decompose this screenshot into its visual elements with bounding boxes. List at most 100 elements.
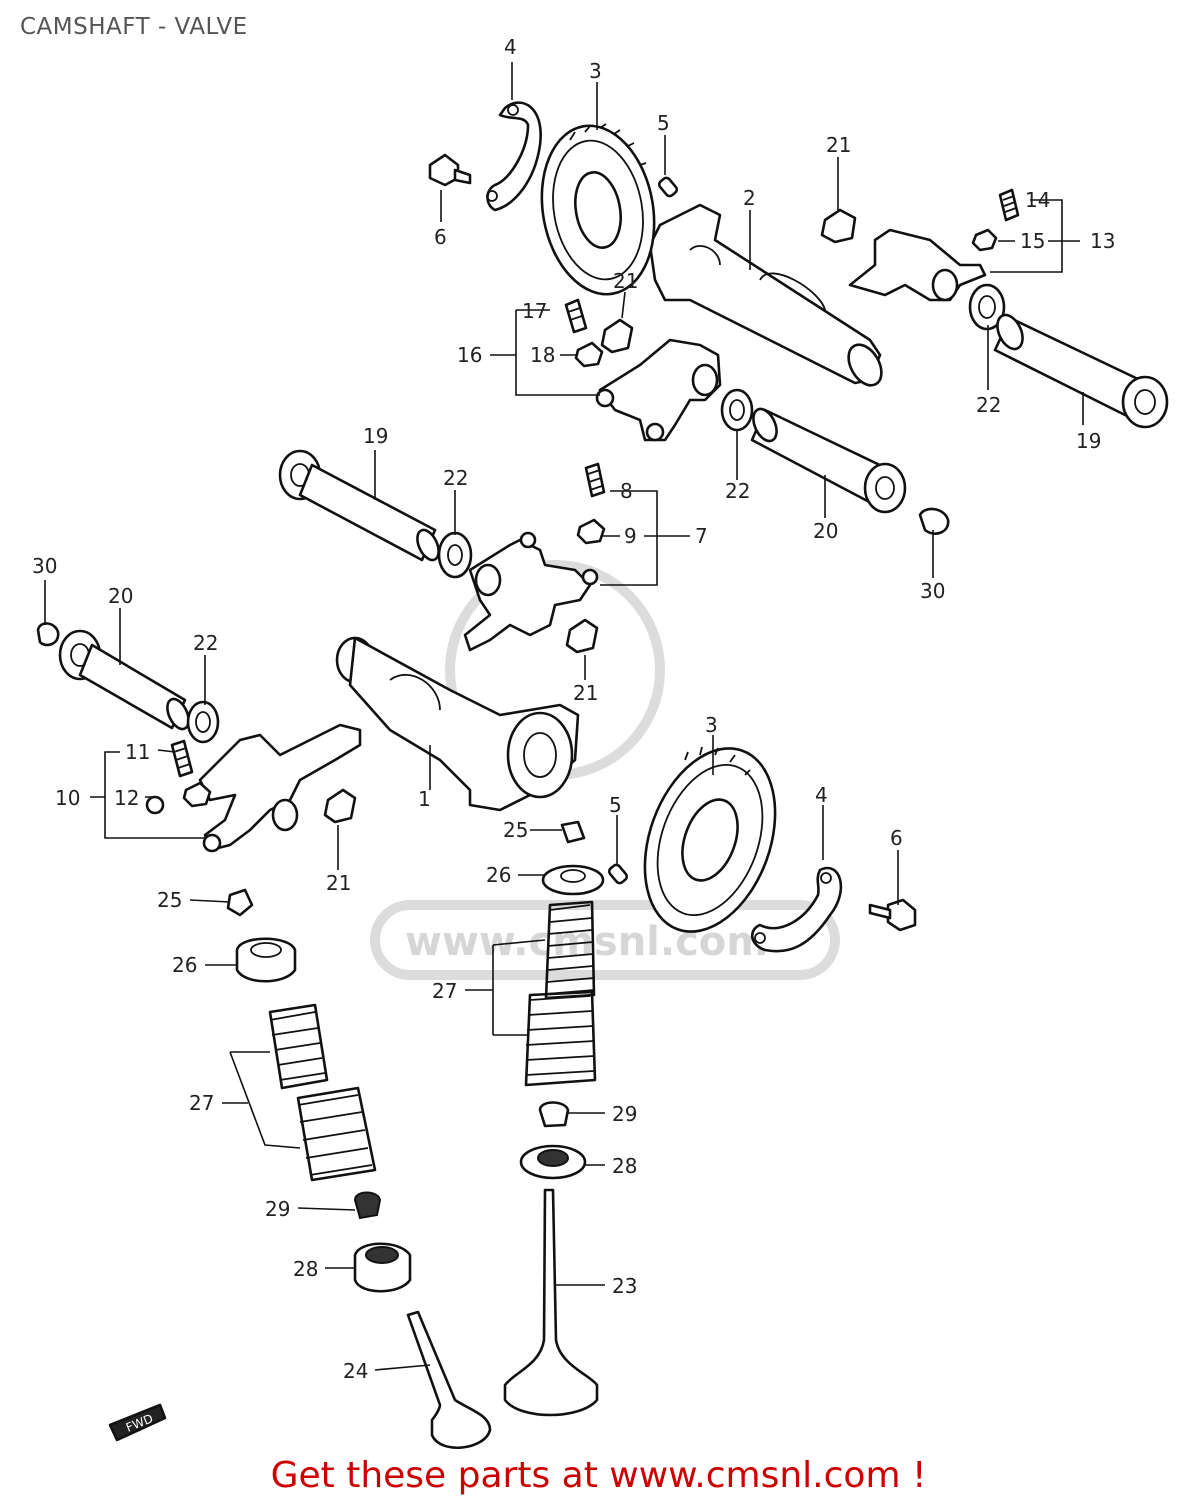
callout-19-right: 19	[1076, 429, 1101, 453]
callout-3-upper: 3	[589, 59, 602, 83]
camshaft-lower[interactable]	[335, 636, 580, 812]
callout-22-left: 22	[193, 631, 218, 655]
wave-washer-21-left[interactable]	[323, 788, 357, 824]
rocker-arm-13[interactable]	[848, 228, 987, 302]
adjusting-screw-17[interactable]	[564, 298, 588, 334]
rocker-arm-10[interactable]	[198, 723, 362, 853]
callout-22-center: 22	[443, 466, 468, 490]
callout-10: 10	[55, 786, 80, 810]
callout-20-right: 20	[813, 519, 838, 543]
dowel-pin-upper[interactable]	[657, 176, 679, 198]
callout-27-left: 27	[189, 1091, 214, 1115]
lock-nut-9[interactable]	[576, 518, 606, 545]
valve-springs-27-right[interactable]	[524, 900, 597, 1087]
rocker-shaft-19-left[interactable]	[278, 449, 443, 563]
callout-13: 13	[1090, 229, 1115, 253]
washer-22-left[interactable]	[186, 700, 220, 744]
rocker-arm-7[interactable]	[463, 531, 599, 652]
callout-21-center: 21	[573, 681, 598, 705]
rocker-shaft-20-right[interactable]	[720, 388, 907, 514]
callout-4-upper: 4	[504, 35, 517, 59]
callout-5-upper: 5	[657, 111, 670, 135]
spring-retainer-26-left[interactable]	[235, 937, 297, 983]
parts-diagram: www.cmsnl.com	[32, 35, 1169, 1449]
wave-washer-21-center[interactable]	[565, 618, 599, 654]
cam-sprocket-upper[interactable]	[529, 117, 667, 304]
camshaft-upper[interactable]	[648, 203, 888, 391]
lock-nut-12[interactable]	[182, 781, 212, 808]
callout-11: 11	[125, 740, 150, 764]
callout-14: 14	[1025, 188, 1050, 212]
wave-washer-21-middle[interactable]	[600, 318, 634, 354]
callout-26-right: 26	[486, 863, 511, 887]
rocker-shaft-20-left[interactable]	[36, 622, 193, 732]
leader-lines	[44, 62, 1084, 1371]
callout-16: 16	[457, 343, 482, 367]
wave-washer-21-upper[interactable]	[820, 208, 857, 244]
rocker-shaft-19-right[interactable]	[992, 311, 1169, 429]
callout-22-middle: 22	[725, 479, 750, 503]
callout-23: 23	[612, 1274, 637, 1298]
callout-21-upper: 21	[826, 133, 851, 157]
callout-28-left: 28	[293, 1257, 318, 1281]
washer-22-middle[interactable]	[720, 388, 754, 432]
callout-labels: 4 3 5 6 2 21 14 15 13 21 17 16 18 22 19 …	[32, 35, 1115, 1383]
adjusting-screw-11[interactable]	[170, 739, 194, 778]
callout-29-right: 29	[612, 1102, 637, 1126]
callout-28-right: 28	[612, 1154, 637, 1178]
callout-29-left: 29	[265, 1197, 290, 1221]
callout-26-left: 26	[172, 953, 197, 977]
callout-4-lower: 4	[815, 783, 828, 807]
adjusting-screw-14[interactable]	[998, 188, 1020, 222]
callout-27-right: 27	[432, 979, 457, 1003]
cam-sprocket-lower[interactable]	[621, 730, 799, 950]
retainer-clip-upper[interactable]	[486, 101, 542, 212]
cotter-29-right[interactable]	[538, 1101, 570, 1128]
callout-25-left: 25	[157, 888, 182, 912]
callout-20-left: 20	[108, 584, 133, 608]
valve-springs-27-left[interactable]	[268, 1003, 377, 1182]
bolt-upper[interactable]	[428, 153, 472, 187]
callout-25-right: 25	[503, 818, 528, 842]
lock-nut-18[interactable]	[574, 341, 604, 368]
oil-seal-25-right[interactable]	[560, 820, 586, 844]
callout-17: 17	[522, 299, 547, 323]
lock-nut-15[interactable]	[971, 228, 998, 252]
cap-30-right[interactable]	[918, 507, 950, 535]
callout-15: 15	[1020, 229, 1045, 253]
callout-18: 18	[530, 343, 555, 367]
spring-retainer-26-right[interactable]	[541, 864, 605, 896]
callout-3-lower: 3	[705, 713, 718, 737]
spring-seat-28-right[interactable]	[519, 1144, 587, 1180]
valve-24[interactable]	[406, 1310, 492, 1449]
valve-23[interactable]	[503, 1188, 599, 1417]
rocker-arm-16[interactable]	[595, 338, 722, 442]
callout-6-upper: 6	[434, 225, 447, 249]
callout-24: 24	[343, 1359, 368, 1383]
retainer-clip-lower[interactable]	[751, 866, 843, 953]
fwd-label: FWD	[124, 1411, 155, 1434]
cap-30-left[interactable]	[36, 622, 60, 647]
cotter-29-left[interactable]	[353, 1191, 382, 1220]
dowel-pin-lower[interactable]	[607, 863, 629, 885]
footer-link[interactable]: Get these parts at www.cmsnl.com !	[270, 1455, 927, 1496]
callout-21-left: 21	[326, 871, 351, 895]
diagram-title: CAMSHAFT - VALVE	[20, 14, 248, 40]
callout-6-lower: 6	[890, 826, 903, 850]
callout-21-middle: 21	[613, 269, 638, 293]
washer-22-upper-right[interactable]	[968, 283, 1006, 331]
callout-2: 2	[743, 186, 756, 210]
oil-seal-25-left[interactable]	[226, 888, 254, 917]
callout-22-upper-right: 22	[976, 393, 1001, 417]
bolt-lower[interactable]	[868, 898, 917, 932]
washer-22-center[interactable]	[437, 531, 473, 579]
callout-9: 9	[624, 524, 637, 548]
callout-7: 7	[695, 524, 708, 548]
callout-19-left: 19	[363, 424, 388, 448]
callout-12: 12	[114, 786, 139, 810]
callout-30-left: 30	[32, 554, 57, 578]
fwd-arrow: FWD	[108, 1403, 167, 1442]
callout-1: 1	[418, 787, 431, 811]
adjusting-screw-8[interactable]	[584, 462, 606, 498]
spring-seat-28-left[interactable]	[353, 1242, 412, 1293]
